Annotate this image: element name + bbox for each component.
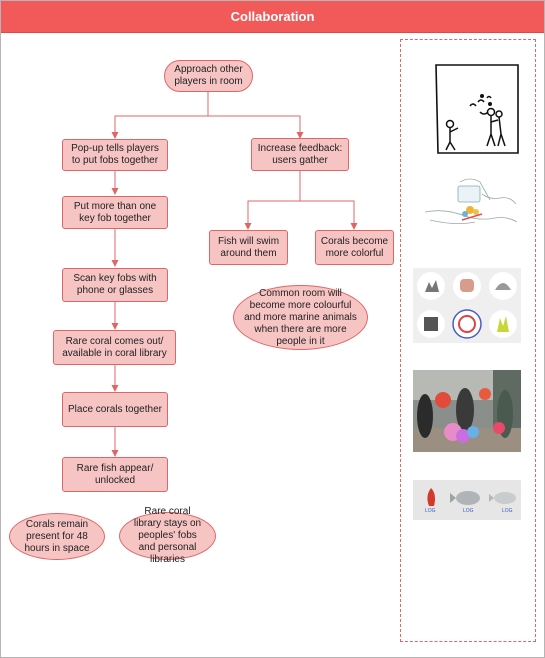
image-panel [400, 39, 536, 642]
fish-label-3: LOG [502, 508, 513, 514]
node-increase-feedback[interactable]: Increase feedback: users gather [251, 138, 349, 171]
node-popup-fobs[interactable]: Pop-up tells players to put fobs togethe… [62, 139, 168, 171]
photo-people-corals-image [413, 370, 521, 452]
edge-approach-increase [208, 115, 304, 139]
edge-increase-fish [244, 171, 301, 230]
edge-increase-corals [300, 200, 358, 230]
fish-label-1: LOG [425, 508, 436, 514]
sketch-players-image [432, 62, 522, 156]
fish-library-image: LOG LOG LOG [413, 480, 521, 520]
node-put-more-fobs[interactable]: Put more than one key fob together [62, 196, 168, 229]
fish-label-2: LOG [463, 508, 474, 514]
node-rare-coral-library[interactable]: Rare coral library stays on peoples' fob… [119, 506, 216, 565]
node-corals-remain[interactable]: Corals remain present for 48 hours in sp… [9, 513, 105, 560]
node-common-room[interactable]: Common room will become more colourful a… [233, 285, 368, 350]
node-scan-fobs[interactable]: Scan key fobs with phone or glasses [62, 268, 168, 302]
node-approach-players[interactable]: Approach other players in room [164, 60, 253, 92]
edge-approach-popup [111, 92, 209, 139]
node-rare-coral-comes-out[interactable]: Rare coral comes out/ available in coral… [53, 330, 176, 365]
node-fish-swim[interactable]: Fish will swim around them [209, 230, 288, 265]
coral-library-grid-image [413, 268, 521, 343]
header-title: Collaboration [1, 1, 544, 33]
node-place-corals[interactable]: Place corals together [62, 392, 168, 427]
sketch-hands-fobs-image [420, 172, 521, 244]
node-corals-colorful[interactable]: Corals become more colorful [315, 230, 394, 265]
node-rare-fish-unlocked[interactable]: Rare fish appear/ unlocked [62, 457, 168, 492]
